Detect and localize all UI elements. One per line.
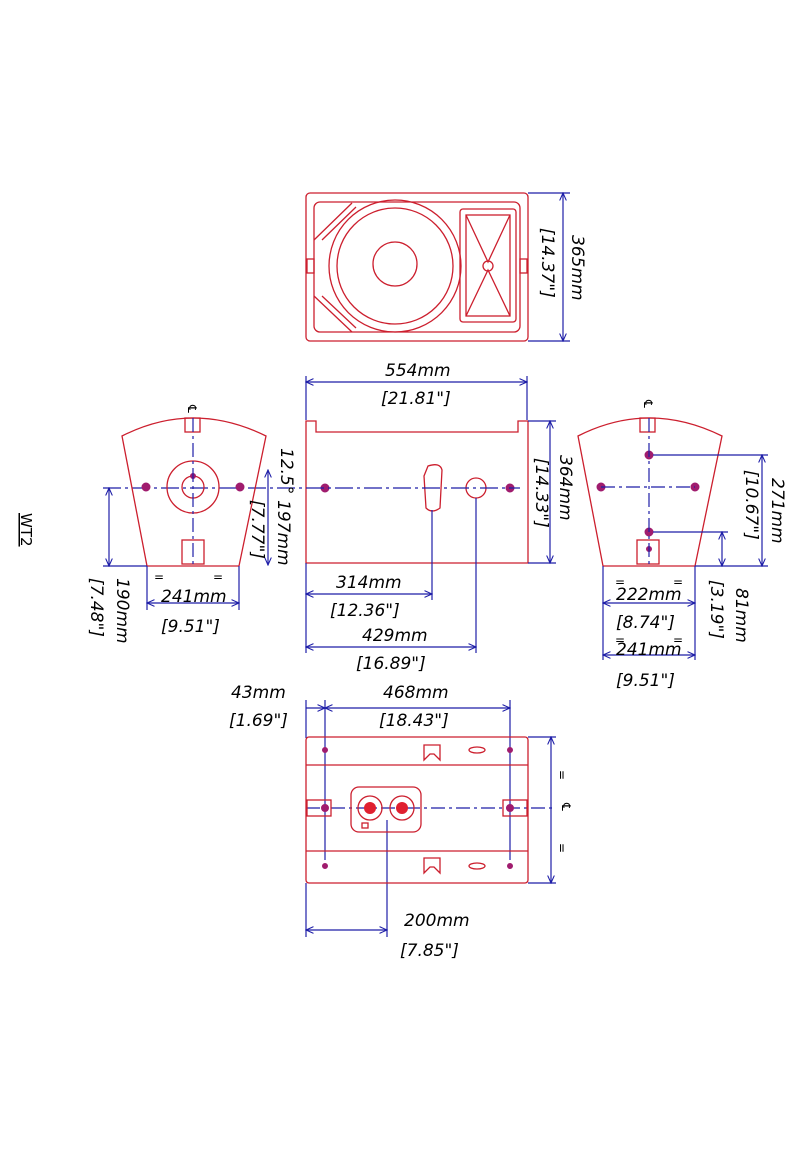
- right-eq-4: =: [673, 633, 683, 647]
- front-height-dimension: [528, 193, 570, 341]
- horn-frame: [459, 208, 517, 323]
- front-height-mm: 365mm: [567, 235, 587, 301]
- left-fixings: [141, 473, 245, 492]
- bottom-200-in: [7.85"]: [400, 941, 459, 961]
- top-view: [305, 420, 529, 564]
- left-side-dimensions: [103, 418, 268, 610]
- bottom-43-mm: 43mm: [231, 683, 286, 703]
- left-slant-mm: 197mm: [273, 500, 293, 566]
- left-angle: 12.5°: [276, 448, 296, 494]
- right-height-in: [10.67"]: [741, 470, 761, 540]
- bottom-outline: [305, 736, 529, 884]
- horn-mouth: [465, 214, 511, 317]
- horn-throat: [465, 214, 511, 317]
- right-side-dimensions: [601, 418, 768, 660]
- woofer-cone: [336, 207, 454, 325]
- dim-429-mm: 429mm: [362, 626, 428, 646]
- bottom-eq-1: =: [555, 770, 569, 780]
- right-side-view: [577, 417, 723, 567]
- right-bottom-bracket: [636, 539, 660, 565]
- right-eq-1: =: [615, 575, 625, 589]
- bottom-eq-2: =: [555, 843, 569, 853]
- right-241-mm: 241mm: [616, 640, 682, 660]
- bottom-centerline: ℄: [559, 802, 573, 811]
- left-height-in: [7.48"]: [86, 578, 106, 637]
- dim-429-in: [16.89"]: [356, 654, 426, 674]
- right-241-in: [9.51"]: [616, 671, 675, 691]
- right-height-mm: 271mm: [767, 478, 787, 544]
- right-81-in: [3.19"]: [706, 580, 726, 639]
- right-eq-3: =: [615, 633, 625, 647]
- woofer-outer-ring: [328, 199, 462, 333]
- front-handle-left: [306, 258, 315, 274]
- top-outline: [305, 420, 529, 564]
- width-dimension: [306, 376, 527, 420]
- left-eq-1: =: [154, 570, 164, 584]
- right-eq-2: =: [673, 575, 683, 589]
- left-side-view: [121, 417, 267, 567]
- bottom-468-in: [18.43"]: [379, 711, 449, 731]
- bottom-468-mm: 468mm: [383, 683, 449, 703]
- top-314-429-dimensions: [306, 498, 476, 653]
- right-81-mm: 81mm: [731, 588, 751, 643]
- left-height-mm: 190mm: [112, 578, 132, 644]
- right-222-mm: 222mm: [616, 585, 682, 605]
- bottom-panel: [350, 786, 422, 833]
- left-centerline: ℄: [185, 404, 199, 413]
- bottom-200-mm: 200mm: [404, 911, 470, 931]
- right-top-bracket: [639, 417, 656, 433]
- front-handle-right: [519, 258, 528, 274]
- bottom-bracket-right: [502, 799, 528, 817]
- left-width-mm: 241mm: [161, 587, 227, 607]
- left-side-outline: [121, 417, 267, 567]
- width-mm: 554mm: [385, 361, 451, 381]
- front-height-in: [14.37"]: [537, 228, 557, 298]
- depth-in: [14.33"]: [531, 458, 551, 528]
- width-in: [21.81"]: [381, 389, 451, 409]
- bottom-socket-right: [389, 795, 415, 821]
- bottom-socket-left: [357, 795, 383, 821]
- right-centerline: ℄: [641, 399, 655, 408]
- front-view: [305, 192, 529, 342]
- depth-dimension: [103, 421, 556, 563]
- depth-mm: 364mm: [555, 455, 575, 521]
- bottom-view: [305, 736, 529, 884]
- right-side-outline: [577, 417, 723, 567]
- dim-314-in: [12.36"]: [330, 601, 400, 621]
- model-label: WT2: [17, 513, 35, 547]
- front-outer-outline: [305, 192, 529, 342]
- top-handle-recess: [423, 464, 443, 512]
- left-eq-2: =: [213, 570, 223, 584]
- woofer-dust-cap: [372, 241, 418, 287]
- dim-314-mm: 314mm: [336, 573, 402, 593]
- bottom-dimension-lines: [306, 700, 556, 937]
- bottom-bracket-left: [306, 799, 332, 817]
- socket-fill-right: [396, 802, 408, 814]
- right-fixings: [596, 450, 700, 552]
- left-slant-in: [7.77"]: [247, 500, 267, 559]
- left-width-in: [9.51"]: [161, 617, 220, 637]
- bottom-43-in: [1.69"]: [229, 711, 288, 731]
- bottom-fixings: [321, 747, 514, 869]
- socket-fill-left: [364, 802, 376, 814]
- right-222-in: [8.74"]: [616, 613, 675, 633]
